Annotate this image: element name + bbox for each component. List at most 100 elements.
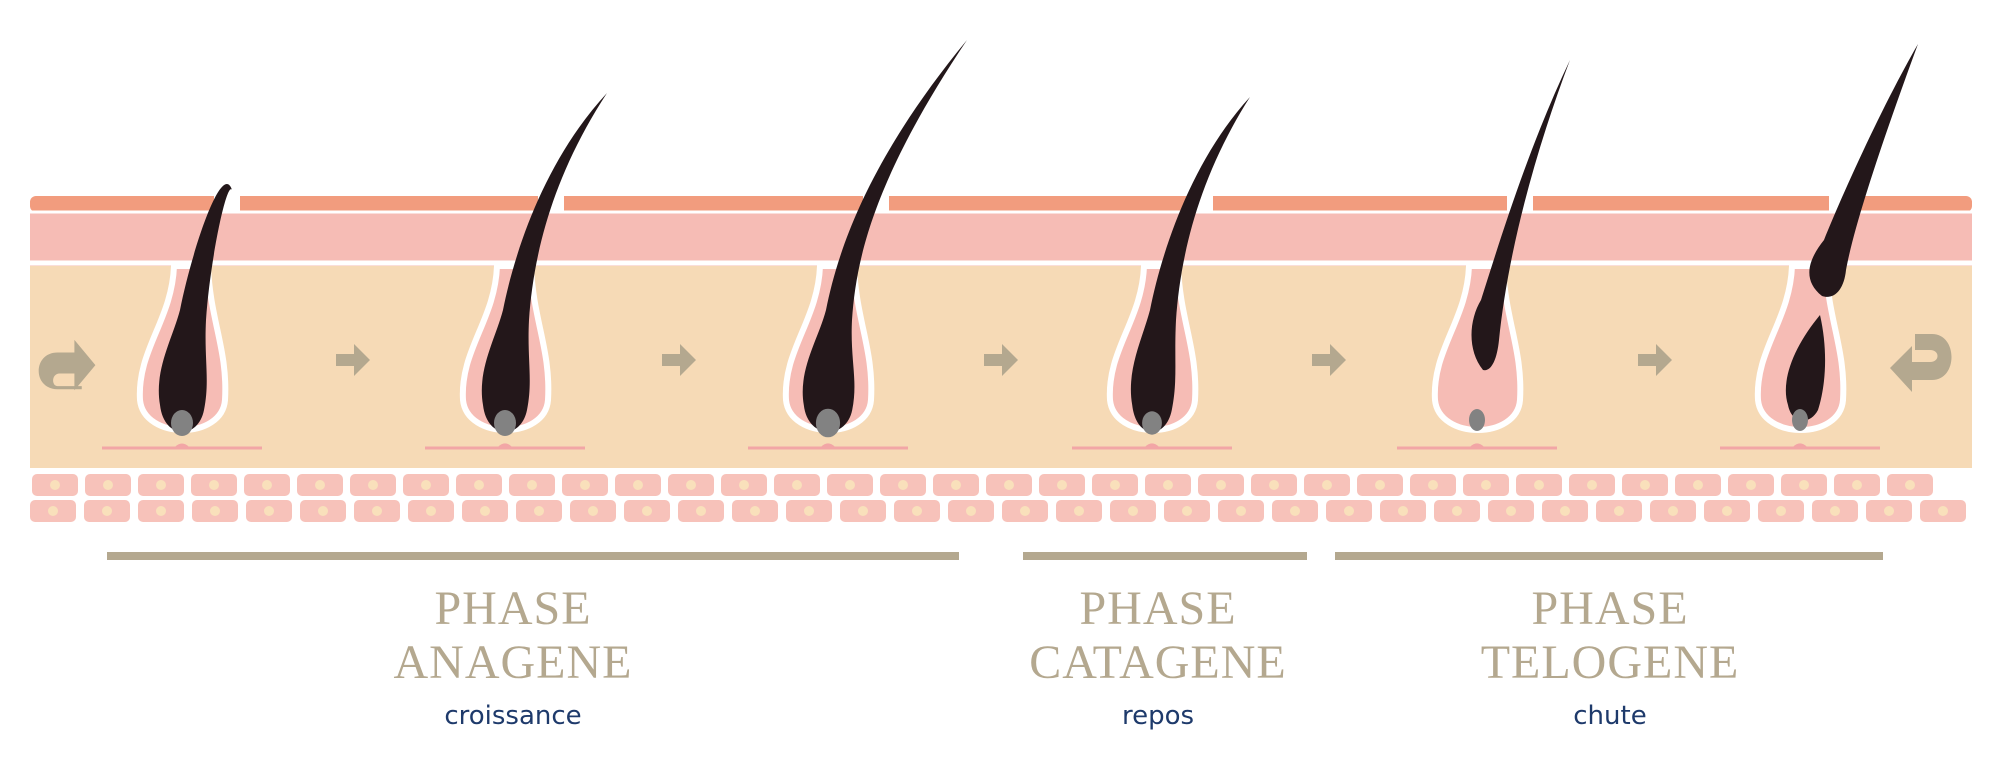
cell-nucleus	[372, 506, 382, 516]
phase-anagene-subtitle: croissance	[444, 701, 582, 731]
phase-catagene-label: PHASE CATAGENE repos	[1029, 582, 1286, 732]
cell-nucleus	[1587, 480, 1597, 490]
cell-nucleus	[642, 506, 652, 516]
cell-nucleus	[1452, 506, 1462, 516]
cell-nucleus	[1614, 506, 1624, 516]
phase-telogene-subtitle: chute	[1573, 701, 1647, 731]
right-arrow-icon	[336, 344, 370, 376]
cell-nucleus	[1128, 506, 1138, 516]
cell-nucleus	[1534, 480, 1544, 490]
cell-nucleus	[633, 480, 643, 490]
cell-nucleus	[1057, 480, 1067, 490]
cell-nucleus	[1344, 506, 1354, 516]
cell-nucleus	[102, 506, 112, 516]
right-arrow-icon	[662, 344, 696, 376]
cell-nucleus	[1506, 506, 1516, 516]
dermal-papilla	[171, 410, 193, 436]
phase-telogene-label: PHASE TELOGENE chute	[1481, 582, 1740, 732]
cell-nucleus	[1163, 480, 1173, 490]
cell-nucleus	[1693, 480, 1703, 490]
hair-shaft	[1130, 97, 1250, 432]
cell-nucleus	[1236, 506, 1246, 516]
cell-nucleus	[845, 480, 855, 490]
phase-telogene-title-line2: TELOGENE	[1480, 636, 1740, 689]
blood-vessel-line	[1720, 443, 1880, 450]
blood-vessel-line	[102, 443, 262, 450]
blood-vessel-line	[425, 443, 585, 450]
phase-catagene-subtitle: repos	[1121, 701, 1195, 731]
cell-nucleus	[264, 506, 274, 516]
hair-follicle	[748, 40, 967, 450]
hair-follicle	[1397, 60, 1570, 450]
cell-nucleus	[262, 480, 272, 490]
cell-nucleus	[686, 480, 696, 490]
blood-vessel-line	[1397, 443, 1557, 450]
shedding-hair-shaft	[1809, 44, 1918, 297]
phase-telogene-title-line1: PHASE	[1531, 582, 1689, 635]
epidermis-layer	[30, 196, 1972, 212]
cell-nucleus	[951, 480, 961, 490]
cell-nucleus	[966, 506, 976, 516]
cell-nucleus	[103, 480, 113, 490]
cell-nucleus	[1799, 480, 1809, 490]
cell-nucleus	[898, 480, 908, 490]
phase-anagene-bar	[107, 552, 959, 560]
cell-nucleus	[1004, 480, 1014, 490]
cell-nucleus	[534, 506, 544, 516]
hair-follicle	[425, 93, 607, 450]
cell-nucleus	[750, 506, 760, 516]
blood-vessel-line	[748, 443, 908, 450]
cell-nucleus	[739, 480, 749, 490]
cell-nucleus	[696, 506, 706, 516]
cell-nucleus	[1722, 506, 1732, 516]
u-turn-arrow-icon	[38, 339, 96, 391]
cell-nucleus	[50, 480, 60, 490]
cell-nucleus	[912, 506, 922, 516]
hypodermis-layer	[30, 266, 1972, 468]
cell-nucleus	[858, 506, 868, 516]
cell-nucleus	[1560, 506, 1570, 516]
dermis-layer	[30, 212, 1972, 266]
phase-anagene-label: PHASE ANAGENE croissance	[394, 582, 633, 732]
cell-nucleus	[1668, 506, 1678, 516]
cell-nucleus	[1884, 506, 1894, 516]
cell-nucleus	[1216, 480, 1226, 490]
cell-nucleus	[1746, 480, 1756, 490]
cell-nucleus	[1640, 480, 1650, 490]
cell-nucleus	[1481, 480, 1491, 490]
phase-catagene-bar	[1023, 552, 1307, 560]
cell-nucleus	[1182, 506, 1192, 516]
cell-nucleus	[1428, 480, 1438, 490]
hair-shaft	[802, 40, 967, 432]
blood-vessel-line	[1072, 443, 1232, 450]
cell-nucleus	[1074, 506, 1084, 516]
cell-nucleus	[210, 506, 220, 516]
hair-follicle	[102, 184, 262, 450]
dermal-papilla	[1469, 409, 1485, 431]
cell-nucleus	[156, 506, 166, 516]
cell-nucleus	[1830, 506, 1840, 516]
phase-catagene-title-line1: PHASE	[1079, 582, 1237, 635]
cell-nucleus	[318, 506, 328, 516]
dermal-papilla	[494, 410, 516, 436]
dermal-papilla	[815, 408, 841, 438]
hair-follicle	[1072, 97, 1250, 450]
phase-catagene-title-line2: CATAGENE	[1029, 636, 1287, 689]
cell-nucleus	[1020, 506, 1030, 516]
hair-shaft	[158, 184, 232, 432]
cell-nucleus	[1776, 506, 1786, 516]
cell-nucleus	[426, 506, 436, 516]
cell-nucleus	[1322, 480, 1332, 490]
cell-nucleus	[315, 480, 325, 490]
cell-nucleus	[480, 506, 490, 516]
dermal-papilla	[1792, 409, 1808, 431]
cell-nucleus	[527, 480, 537, 490]
new-hair-root	[1785, 315, 1826, 421]
right-arrow-icon	[1312, 344, 1346, 376]
cell-nucleus	[368, 480, 378, 490]
cell-nucleus	[48, 506, 58, 516]
phase-anagene-title-line1: PHASE	[434, 582, 592, 635]
cell-nucleus	[209, 480, 219, 490]
cell-nucleus	[1110, 480, 1120, 490]
